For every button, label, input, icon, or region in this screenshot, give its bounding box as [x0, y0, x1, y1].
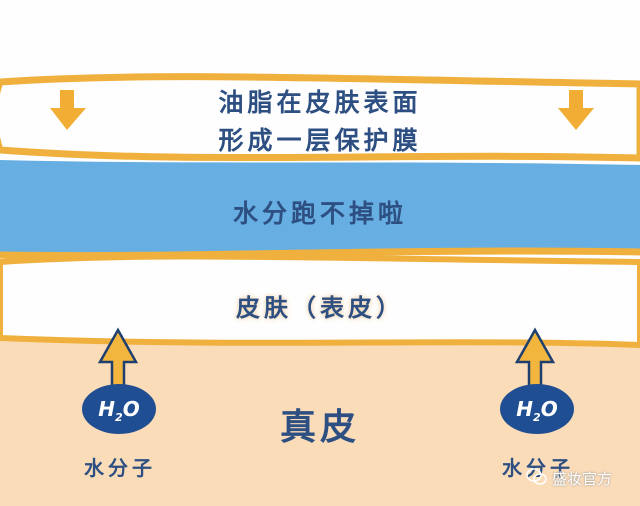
wechat-icon [526, 468, 547, 485]
dermis-label: 真皮 [279, 407, 360, 448]
h2o-molecule-badge: H2O [82, 384, 156, 434]
water-layer [0, 160, 640, 256]
down-arrow-icon [558, 90, 594, 130]
h2o-molecule-badge: H2O [500, 384, 574, 434]
watermark-text: 盛妆官方 [552, 470, 613, 488]
oil-line-2: 形成一层保护膜 [218, 126, 422, 155]
water-layer-label: 水分跑不掉啦 [232, 199, 407, 228]
oil-line-1: 油脂在皮肤表面 [218, 88, 422, 117]
oil-layer [0, 73, 640, 162]
oil-layer-text: 油脂在皮肤表面 形成一层保护膜 [0, 84, 640, 160]
down-arrow-icon [50, 90, 86, 130]
epidermis-label: 皮肤（表皮） [236, 294, 404, 322]
water-molecule-label: 水分子 [84, 456, 156, 480]
